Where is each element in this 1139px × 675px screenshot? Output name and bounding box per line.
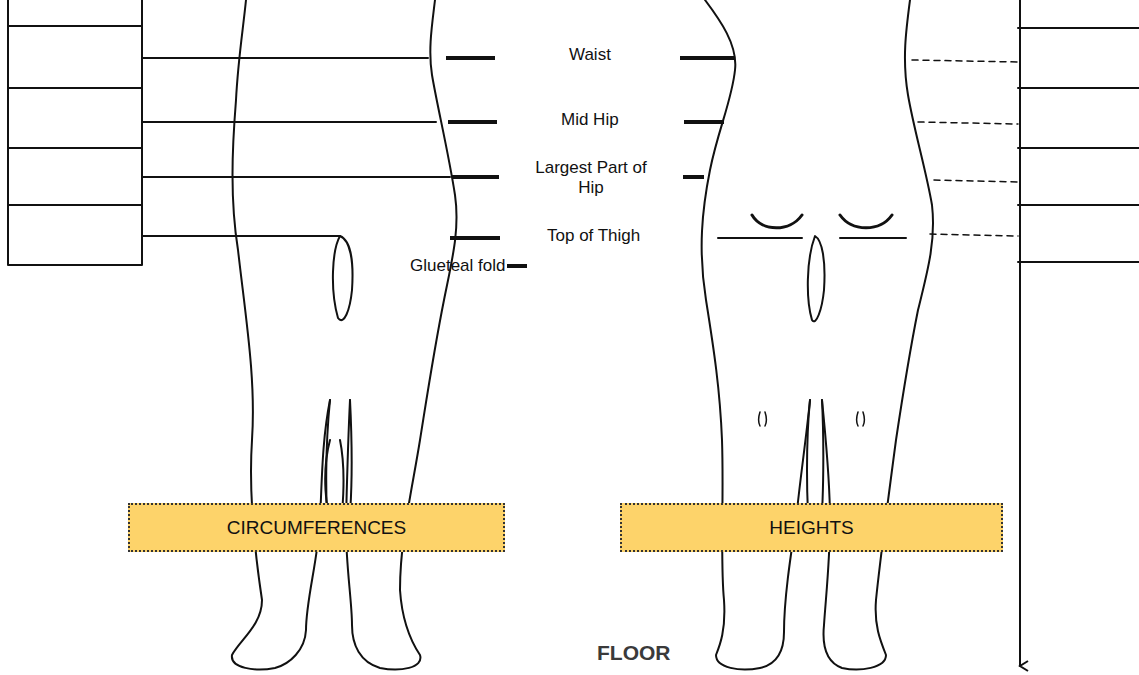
caption-box: HEIGHTS bbox=[620, 503, 1003, 552]
box-text: CIRCUMFERENCES bbox=[227, 517, 406, 539]
measure-label: Waist bbox=[569, 45, 611, 65]
measure-label: Mid Hip bbox=[561, 110, 619, 130]
floor-label: FLOOR bbox=[597, 641, 671, 665]
measure-label: Glueteal fold bbox=[410, 256, 505, 276]
caption-box: CIRCUMFERENCES bbox=[128, 503, 505, 552]
measure-label: Largest Part of Hip bbox=[535, 158, 647, 197]
measure-label: Top of Thigh bbox=[547, 226, 640, 246]
box-text: HEIGHTS bbox=[769, 517, 853, 539]
